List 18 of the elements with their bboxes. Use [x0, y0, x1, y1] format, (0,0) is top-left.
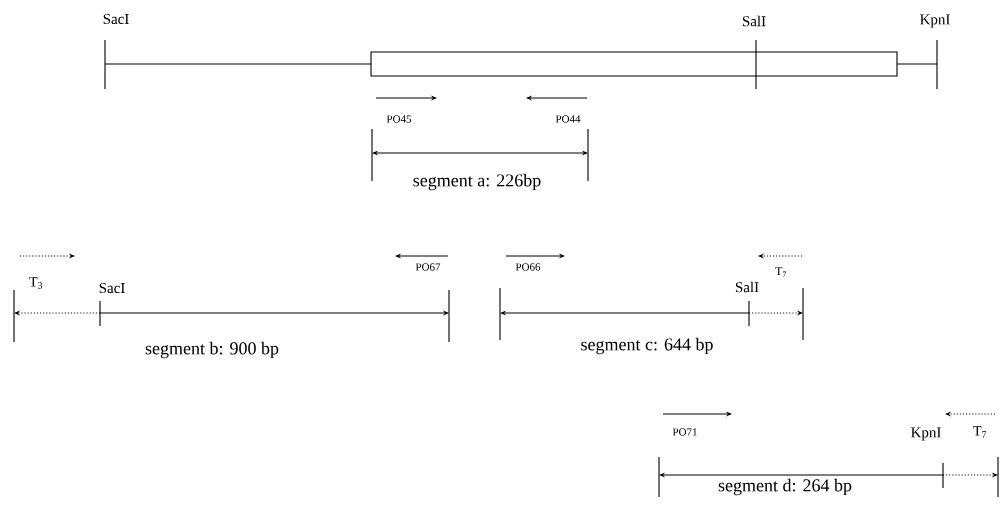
site-label: KpnI: [911, 427, 941, 441]
primer-label: PO71: [672, 428, 697, 436]
primer-label: PO45: [386, 115, 412, 123]
primer-label: PO44: [555, 115, 581, 123]
segment-label: segment c: 644 bp: [581, 337, 713, 355]
site-label: SacI: [99, 282, 125, 294]
site-label: SalI: [742, 15, 766, 27]
site-label: KpnI: [920, 14, 950, 28]
site-label: SacI: [103, 13, 129, 25]
segment-label: segment a: 226bp: [413, 173, 541, 191]
promoter-label: T$_{7}$: [775, 267, 787, 277]
site-label: SalI: [735, 281, 759, 293]
segment-label: segment d: 264 bp: [718, 478, 852, 496]
primer-label: PO67: [415, 263, 441, 271]
primer-label: PO66: [515, 263, 541, 271]
promoter-label: T$_{3}$: [29, 277, 43, 289]
promoter-label: T$_{7}$: [973, 426, 987, 438]
segment-label: segment b: 900 bp: [145, 341, 279, 359]
